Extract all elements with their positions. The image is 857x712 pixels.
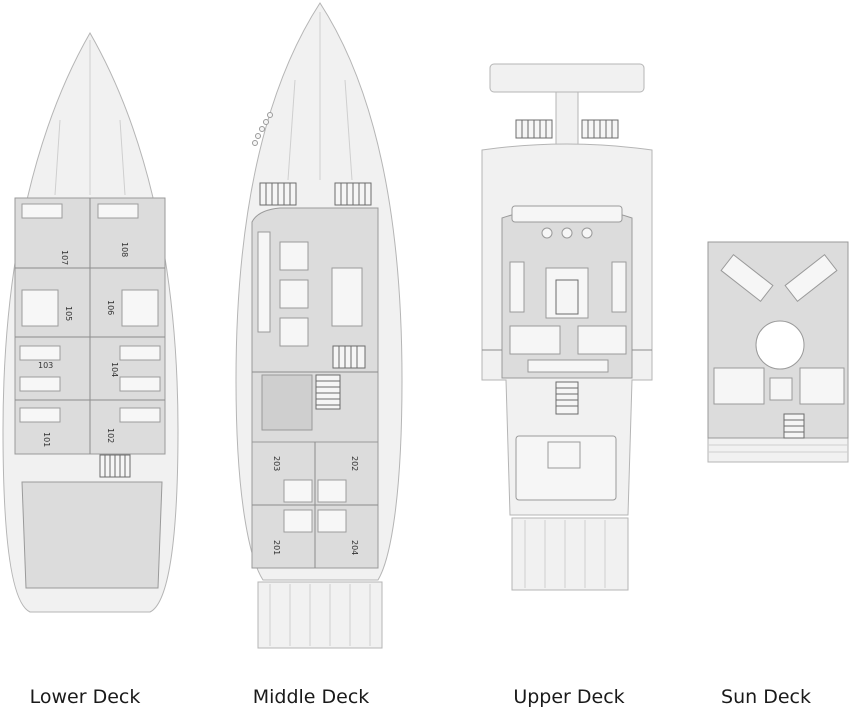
middle-deck-stair [315,374,341,410]
bench-seat [257,231,271,333]
lounge-stair [555,279,579,315]
helm-seat [581,227,593,239]
upper-deck-mast-post [555,91,579,148]
cabin-number: 106 [106,300,115,315]
cabin-number: 107 [60,250,69,265]
lounge-sofa [509,325,561,355]
bed [21,289,59,327]
lower-deck-aft-hold [21,481,163,589]
helm-console [511,205,623,223]
lounge-sofa [577,325,627,355]
aft-dining-table [547,441,581,469]
sun-deck-stair [783,413,805,439]
salon-table [279,241,309,271]
middle-deck-plan: 203 202 201 204 [235,2,403,649]
lower-deck-stair [99,454,131,478]
middle-deck-swim-platform-planking [269,584,371,646]
lower-deck-planking [54,40,126,196]
middle-deck-corridor [261,374,313,431]
upper-deck-mast-crossbar [489,63,645,93]
sun-deck-planking [708,444,848,453]
upper-deck-aft-planking [524,520,606,588]
cabin-number: 102 [106,428,115,443]
salon-table [279,279,309,309]
sun-deck-plan [707,241,849,463]
bed [121,289,159,327]
middle-deck-stair [332,345,366,369]
upper-deck-stair [555,381,579,415]
bed [283,479,313,503]
cabin-number: 203 [272,456,281,471]
lounge-bench [527,359,609,373]
bed [317,479,347,503]
upper-deck-caption: Upper Deck [513,686,625,708]
sun-deck-caption: Sun Deck [721,686,811,708]
middle-deck-planking [287,12,353,181]
salon-table [279,317,309,347]
sun-lounger [713,367,765,405]
bed [19,345,61,361]
galley-counter [331,267,363,327]
bed [317,509,347,533]
upper-deck-aft-platform [511,517,629,591]
lounge-sofa [509,261,525,313]
bed [119,345,161,361]
bed [19,407,61,423]
bed [119,376,161,392]
bed [119,407,161,423]
anchor-chain-icon [252,112,273,146]
helm-seat [561,227,573,239]
bed [21,203,63,219]
lower-deck-caption: Lower Deck [29,686,141,708]
cabin-number: 101 [42,432,51,447]
mast-opening [755,320,805,370]
sun-lounger [720,254,774,302]
lounge-sofa [611,261,627,313]
bed [19,376,61,392]
upper-deck-hatch [515,119,553,139]
cabin-number: 105 [64,306,73,321]
lower-deck-plan: 107 108 105 106 103 104 101 102 [2,31,179,613]
cabin-number: 104 [110,362,119,377]
middle-deck-caption: Middle Deck [252,686,370,708]
upper-deck-hatch [581,119,619,139]
middle-deck-swim-platform [257,581,383,649]
upper-deck-plan [481,63,653,591]
cabin-number: 202 [350,456,359,471]
bed [283,509,313,533]
sun-lounger [784,254,838,302]
helm-seat [541,227,553,239]
sun-lounger [799,367,845,405]
cabin-number: 108 [120,242,129,257]
side-table [769,377,793,401]
cabin-number: 103 [38,361,53,370]
cabin-number: 204 [350,540,359,555]
cabin-number: 201 [272,540,281,555]
forward-hatch [259,182,297,206]
bed [97,203,139,219]
forward-hatch [334,182,372,206]
